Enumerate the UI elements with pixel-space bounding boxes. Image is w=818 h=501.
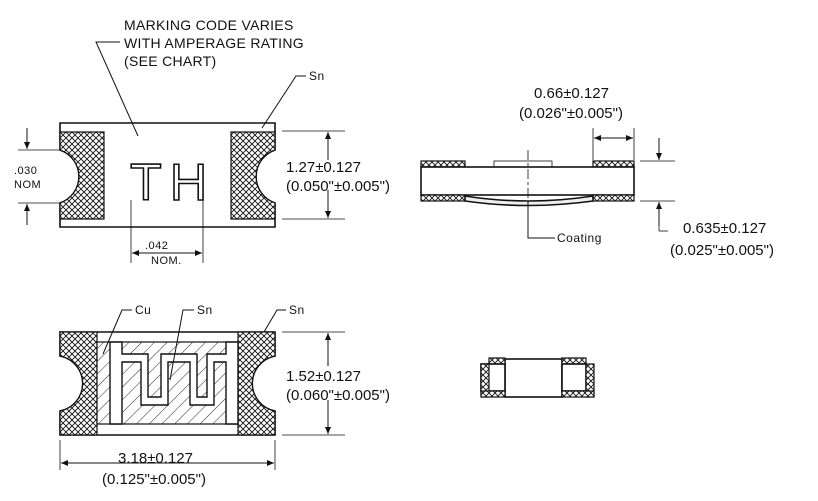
- side-top-right-pad: [592, 160, 635, 168]
- char-gap-label: .042: [145, 240, 168, 252]
- fuse-element-path: [109, 341, 239, 425]
- end-view: [480, 357, 595, 398]
- side-top-left-pad: [420, 160, 466, 168]
- side-coating: [464, 195, 594, 207]
- side-bottom-right-pad: [592, 194, 635, 202]
- top-left-terminal: [59, 131, 105, 220]
- top-view: TH .030 NOM .042 NOM. 1.27±0.127 (0.050"…: [14, 17, 390, 267]
- width-top-in: (0.050"±0.005"): [286, 178, 390, 195]
- side-substrate: [420, 166, 635, 196]
- side-view: Coating 0.66±0.127 (0.026"±0.005") 0.635…: [420, 85, 774, 259]
- term-mm: 0.635±0.127: [683, 220, 766, 237]
- marking-note-line3: (SEE CHART): [124, 53, 217, 69]
- char-nom-label: NOM.: [151, 255, 182, 267]
- internal-view: Cu Sn Sn 1.52±0.127 (0.060"±0.005") 3.18…: [59, 303, 390, 488]
- top-right-terminal: [230, 131, 276, 220]
- end-view-body: [504, 358, 563, 398]
- thickness-mm: 0.66±0.127: [534, 85, 609, 102]
- sn-label-mid: Sn: [197, 303, 213, 317]
- marking-note-line2: WITH AMPERAGE RATING: [124, 35, 304, 51]
- bottom-left-terminal: [59, 331, 98, 436]
- length-mm: 3.18±0.127: [118, 450, 193, 467]
- side-bottom-left-pad: [420, 194, 466, 202]
- coating-label: Coating: [557, 231, 602, 245]
- thickness-in: (0.026"±0.005"): [519, 105, 623, 122]
- width-bottom-mm: 1.52±0.127: [286, 368, 361, 385]
- width-bottom-in: (0.060"±0.005"): [286, 387, 390, 404]
- end-top-right-pad: [561, 357, 587, 365]
- cu-label: Cu: [135, 303, 151, 317]
- marking-note-line1: MARKING CODE VARIES: [124, 17, 294, 33]
- end-bottom-right-pad: [561, 390, 595, 398]
- width-top-mm: 1.27±0.127: [286, 159, 361, 176]
- notch-dia-label: .030: [14, 165, 37, 177]
- length-in: (0.125"±0.005"): [102, 471, 206, 488]
- term-in: (0.025"±0.005"): [670, 242, 774, 259]
- sn-label-top: Sn: [309, 69, 325, 83]
- notch-nom-label: NOM: [14, 179, 41, 191]
- bottom-right-terminal: [237, 331, 276, 436]
- end-bottom-left-pad: [480, 390, 506, 398]
- end-top-left-pad: [488, 357, 506, 365]
- marking-code: TH: [130, 154, 215, 212]
- sn-label-right: Sn: [289, 303, 305, 317]
